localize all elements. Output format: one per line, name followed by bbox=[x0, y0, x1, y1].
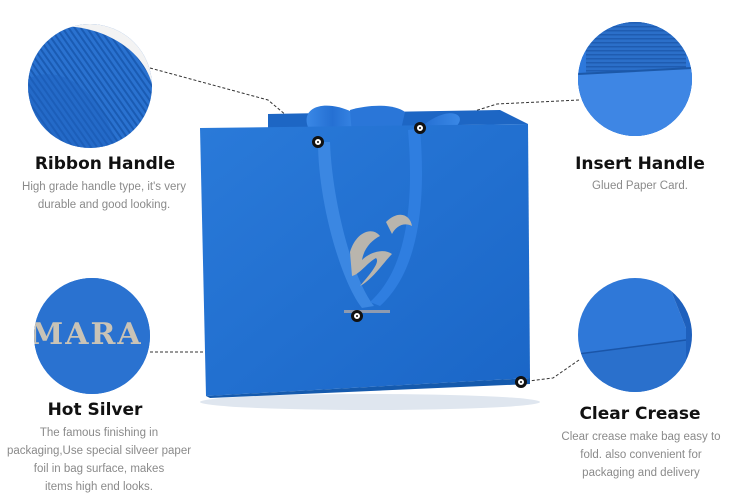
hot-silver-description-line: The famous finishing in bbox=[39, 427, 159, 439]
hot-silver-detail-image: MARA bbox=[34, 278, 150, 394]
clear-crease-detail-image bbox=[578, 278, 692, 392]
marker-clear-crease bbox=[515, 376, 527, 388]
hot-silver-sample-text: MARA bbox=[34, 317, 143, 352]
insert-handle-title: Insert Handle bbox=[575, 154, 705, 174]
marker-ribbon-handle bbox=[312, 136, 324, 148]
ribbon-handle-right bbox=[370, 128, 422, 306]
hot-silver-description-line: foil in bag surface, makes bbox=[33, 463, 165, 475]
hot-silver-description-line: packaging,Use special silveer paper bbox=[6, 445, 192, 457]
ribbon-handle-left bbox=[318, 142, 374, 308]
insert-handle-detail-image bbox=[578, 22, 692, 136]
hot-silver-texture: MARA bbox=[34, 278, 150, 394]
ribbon-handle-detail-image bbox=[28, 24, 152, 148]
clear-crease-description-line: Clear crease make bag easy to bbox=[561, 431, 721, 443]
connector-clear-crease bbox=[520, 359, 580, 383]
marker-hot-silver bbox=[351, 310, 363, 322]
clear-crease-title: Clear Crease bbox=[579, 404, 701, 424]
insert-handle-texture bbox=[578, 22, 692, 136]
clear-crease-description: Clear crease make bag easy to fold. also… bbox=[556, 428, 726, 482]
clear-crease-description-line: fold. also convenient for bbox=[580, 449, 702, 461]
marker-insert-handle bbox=[414, 122, 426, 134]
silver-foil-tagline bbox=[344, 310, 390, 313]
clear-crease-description-line: packaging and delivery bbox=[582, 467, 700, 479]
grosgrain-ribbon-texture bbox=[28, 24, 152, 148]
ribbon-handle-title: Ribbon Handle bbox=[34, 154, 176, 174]
clear-crease-texture bbox=[578, 278, 692, 392]
hot-silver-description: The famous finishing in packaging,Use sp… bbox=[4, 424, 194, 496]
silver-foil-logo bbox=[350, 214, 412, 286]
insert-handle-description: Glued Paper Card. bbox=[592, 180, 688, 192]
hot-silver-title: Hot Silver bbox=[47, 400, 143, 420]
hot-silver-description-line: items high end looks. bbox=[44, 481, 154, 493]
ribbon-handle-description: High grade handle type, it's very durabl… bbox=[22, 181, 186, 211]
bag-shadow bbox=[200, 394, 540, 410]
bag-bottom-fold bbox=[206, 378, 530, 398]
